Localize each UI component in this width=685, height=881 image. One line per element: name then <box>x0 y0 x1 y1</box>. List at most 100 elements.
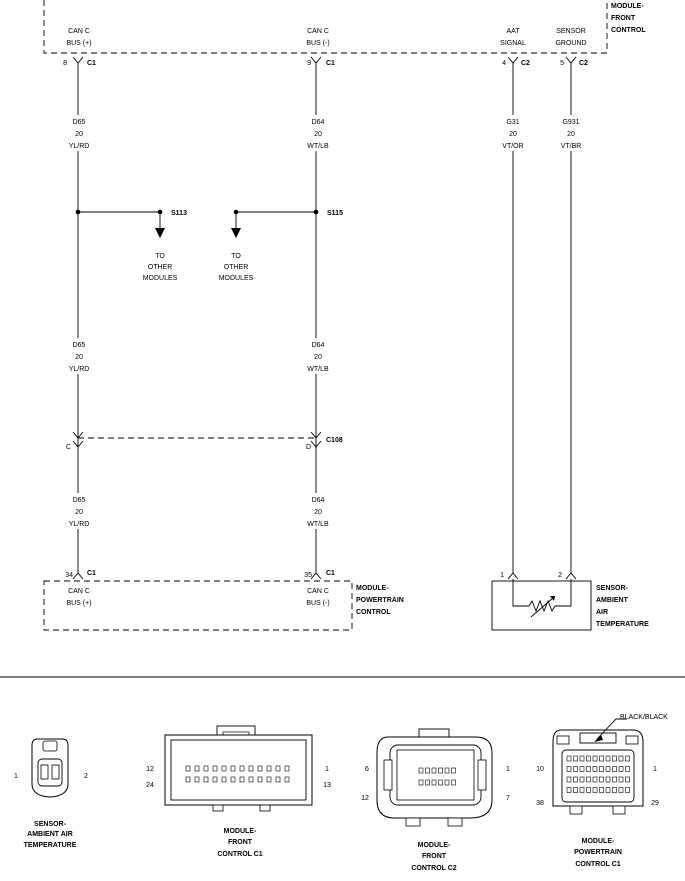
pin-label-aat-2: SIGNAL <box>500 40 526 47</box>
wire-color: WT/LB <box>307 366 329 373</box>
splice-s115-label: S115 <box>327 210 343 217</box>
connector-view-fcm-c1: 12 24 1 13 MODULE- FRONT CONTROL C1 <box>146 725 331 858</box>
cavity <box>284 765 290 772</box>
cavity-grid <box>566 755 630 793</box>
cavity <box>438 779 443 786</box>
pin-number: 1 <box>506 766 510 773</box>
front-control-module: MODULE- FRONT CONTROL <box>43 0 646 54</box>
cavity <box>275 765 281 772</box>
cavity <box>625 755 630 762</box>
sensor-pin-1: 1 <box>500 572 504 579</box>
cavity <box>566 776 572 783</box>
connector-title-2: FRONT <box>422 853 447 860</box>
connector-title-1: MODULE- <box>582 838 615 845</box>
cavity <box>625 776 630 783</box>
sensor-title-3: AIR <box>596 609 608 616</box>
cavity <box>444 767 450 774</box>
to-other-1: TO <box>231 253 241 260</box>
cavity <box>566 766 572 772</box>
pin-number: 5 <box>560 60 564 67</box>
cavity <box>248 776 254 783</box>
wire-gauge: 20 <box>314 354 322 361</box>
cavity <box>612 755 617 762</box>
cavity <box>239 765 245 772</box>
wire-color: YL/RD <box>69 143 90 150</box>
wire-gauge: 20 <box>509 131 517 138</box>
sensor-title-4: TEMPERATURE <box>596 621 649 628</box>
sensor-title-1: SENSOR- <box>596 585 629 592</box>
cavity <box>592 766 598 772</box>
pin-label-aat-1: AAT <box>506 28 520 35</box>
cavity <box>612 766 617 772</box>
connector-view-pcm-c1: BLACK/BLACK 10 38 1 29 MODULE- POWERTRAI… <box>536 714 668 868</box>
cavity <box>605 755 611 762</box>
cavity <box>194 765 200 772</box>
cavity <box>444 779 450 786</box>
cavity <box>239 776 245 783</box>
cavity <box>221 776 227 783</box>
connector-id: C2 <box>579 60 588 67</box>
pin-number: 4 <box>502 60 506 67</box>
connector-id: C1 <box>326 570 335 577</box>
pin-number: 24 <box>146 782 154 789</box>
fcm-title-1: MODULE- <box>611 3 644 10</box>
cavity <box>230 765 236 772</box>
sensor-pin-2: 2 <box>558 572 562 579</box>
cavity <box>605 766 611 772</box>
cavity <box>248 765 254 772</box>
color-callout: BLACK/BLACK <box>620 714 668 721</box>
pin-number: 8 <box>63 60 67 67</box>
wire-code: D65 <box>73 342 86 349</box>
pin-label-ground-1: SENSOR <box>556 28 586 35</box>
cavity-grid <box>418 767 456 786</box>
pin-fork-symbols <box>72 572 322 580</box>
pin-number: 1 <box>14 773 18 780</box>
cavity <box>451 767 456 774</box>
connector-title-3: CONTROL C1 <box>217 851 262 858</box>
inline-connector-c108: C D C108 <box>66 431 343 451</box>
wire-code: D64 <box>312 119 325 126</box>
splice-dot <box>233 209 239 215</box>
ambient-air-temperature-sensor: 1 2 SENSOR- AMBIENT AIR TEMPERATURE <box>491 572 649 631</box>
cavity <box>579 766 585 772</box>
cavity <box>275 776 281 783</box>
pin-number: 29 <box>651 800 659 807</box>
pin-number: 38 <box>536 800 544 807</box>
wire-gauge: 20 <box>75 131 83 138</box>
pin-label-can-minus-1: CAN C <box>307 28 329 35</box>
to-other-3: MODULES <box>143 275 178 282</box>
cavity <box>586 766 591 772</box>
splices: S113 S115 TO OTHER MODULES TO OTHER MODU… <box>75 209 343 282</box>
cavity <box>438 767 443 774</box>
connector-title-3: CONTROL C1 <box>575 861 620 868</box>
pin-label-can-plus-1: CAN C <box>68 588 90 595</box>
thermistor-icon <box>528 599 557 613</box>
down-arrow-icon <box>155 228 241 238</box>
wire-code: G31 <box>506 119 519 126</box>
pin-number: 2 <box>84 773 88 780</box>
wire-color: WT/LB <box>307 143 329 150</box>
to-other-2: OTHER <box>148 264 173 271</box>
cavity <box>612 787 617 793</box>
wire-code: D65 <box>73 119 86 126</box>
cavity <box>625 766 630 772</box>
cavity <box>266 776 272 783</box>
cavity <box>599 766 604 772</box>
wire-code: D64 <box>312 497 325 504</box>
wire-color: VT/OR <box>502 143 523 150</box>
connector-title-1: SENSOR- <box>34 821 67 828</box>
fcm-title-2: FRONT <box>611 15 636 22</box>
cavity <box>425 767 430 774</box>
cavity <box>592 787 598 793</box>
cavity <box>418 779 424 786</box>
connector-id: C2 <box>521 60 530 67</box>
pin-fork-symbols <box>72 56 577 64</box>
cavity <box>579 787 585 793</box>
wire-color: WT/LB <box>307 521 329 528</box>
connector-fork-icon <box>72 431 322 448</box>
splice-dot <box>157 209 163 215</box>
cavity <box>618 755 624 762</box>
pin-number: 9 <box>307 60 311 67</box>
cavity <box>618 766 624 772</box>
